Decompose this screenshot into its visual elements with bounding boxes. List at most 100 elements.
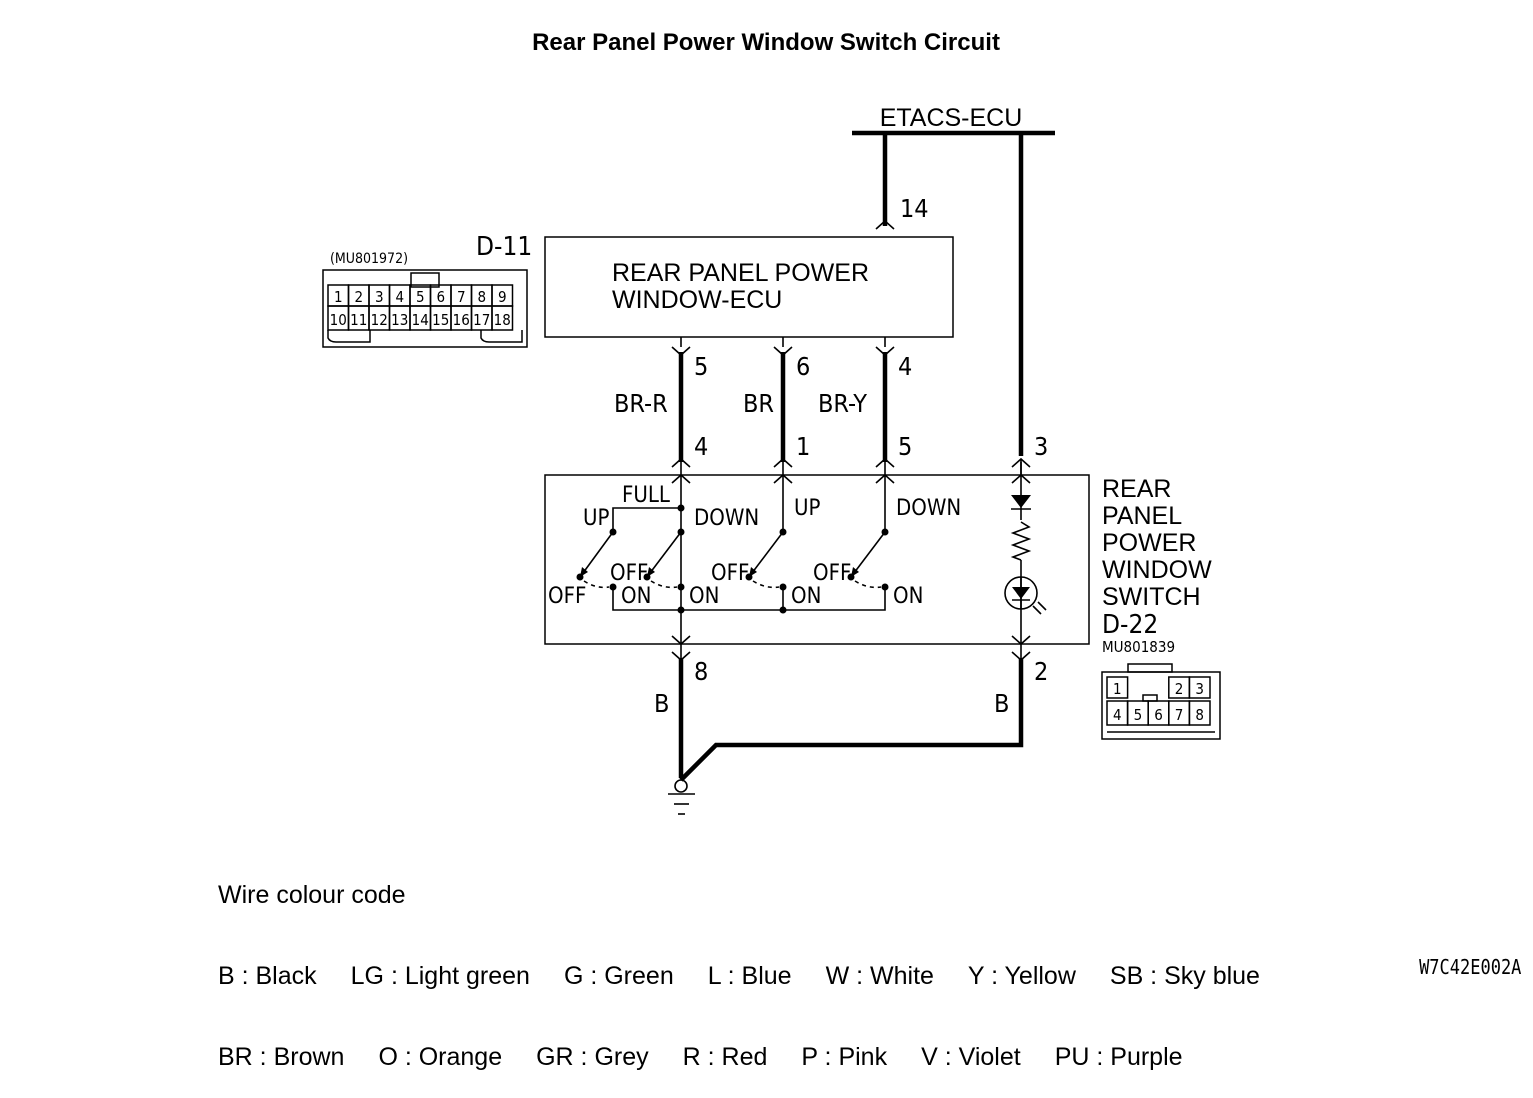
switch-pin-8: 8: [694, 657, 708, 686]
led-triangle: [1012, 587, 1030, 599]
switch-on-contact: [609, 583, 617, 591]
switch-travel-path: [752, 580, 780, 589]
legend-item: GR : Grey: [536, 1043, 649, 1071]
switch-on-contact: [677, 583, 685, 591]
switch-name-1: REAR: [1102, 475, 1171, 503]
switch-on-contact: [779, 583, 787, 591]
switch-arm: [582, 531, 614, 574]
d11-pin-number: 16: [453, 311, 470, 329]
switch-name-2: PANEL: [1102, 502, 1182, 530]
d22-pin-number: 8: [1195, 706, 1204, 724]
label-off-2: OFF: [610, 561, 648, 586]
d22-pin-cell: [1188, 700, 1211, 726]
switch-travel-path: [583, 580, 610, 589]
legend-item: W : White: [825, 962, 934, 990]
switch-pin-5: 5: [898, 432, 912, 461]
switch-arm: [751, 531, 784, 574]
switch-arm: [853, 531, 886, 574]
legend-item: SB : Sky blue: [1109, 962, 1260, 990]
diagram-title: Rear Panel Power Window Switch Circuit: [532, 29, 1000, 56]
d22-lock: [1127, 663, 1173, 673]
legend-item: L : Blue: [707, 962, 792, 990]
switch-connector-part: MU801839: [1102, 638, 1175, 656]
d11-pin-number: 1: [334, 288, 343, 306]
ecu-box: [544, 236, 954, 338]
legend-item: O : Orange: [378, 1043, 503, 1071]
wire-color-br: BR: [743, 389, 774, 418]
ecu-connector-part: (MU801972): [330, 251, 408, 267]
switch-pin-4: 4: [694, 432, 708, 461]
d11-pin-number: 11: [350, 311, 367, 329]
label-full: FULL: [622, 483, 670, 508]
switch-name-4: WINDOW: [1102, 556, 1212, 584]
d11-pin-number: 12: [371, 311, 388, 329]
figure-code: W7C42E002A: [1418, 955, 1521, 979]
ecu-pin-6: 6: [796, 352, 810, 381]
full-bridge: [612, 507, 681, 532]
circuit-diagram: Rear Panel Power Window Switch Circuit E…: [322, 29, 1221, 815]
switch-box: [544, 474, 1090, 645]
label-on-3: ON: [791, 584, 821, 609]
d22-pin-number: 3: [1195, 680, 1204, 698]
d11-pin-number: 7: [457, 288, 466, 306]
label-on-4: ON: [893, 584, 923, 609]
label-off-1: OFF: [548, 584, 586, 609]
d22-pin-number: 5: [1134, 706, 1143, 724]
legend-item: BR : Brown: [218, 1043, 345, 1071]
d22-pin-number: 1: [1113, 680, 1122, 698]
on-bus: [612, 587, 886, 611]
label-on-1: ON: [621, 584, 651, 609]
d11-housing: [322, 269, 528, 348]
switch-connector-id: D-22: [1102, 610, 1158, 640]
switch-arm: [649, 531, 682, 574]
d11-pin-number: 6: [436, 288, 445, 306]
harness-wires: 5 6 4 BR-R BR BR-Y 4 1 5 3: [614, 337, 1048, 484]
wire-color-b-1: B: [654, 689, 669, 718]
d11-pin-number: 9: [498, 288, 507, 306]
ecu-pin-5: 5: [694, 352, 708, 381]
legend-item: LG : Light green: [350, 962, 530, 990]
legend-heading: Wire colour code: [218, 881, 406, 909]
d22-pin-number: 7: [1175, 706, 1184, 724]
switch-pin-1: 1: [796, 432, 810, 461]
ecu-label-line1: REAR PANEL POWER: [612, 259, 869, 287]
d22-pin-cell: [1106, 676, 1129, 699]
legend-item: P : Pink: [801, 1043, 888, 1071]
led-light-ray-1: [1032, 605, 1042, 615]
d11-key: [327, 330, 371, 343]
legend-item: Y : Yellow: [967, 962, 1076, 990]
switch-name-5: SWITCH: [1102, 583, 1201, 611]
d11-pin-number: 2: [354, 288, 363, 306]
d22-pin-cell: [1188, 676, 1211, 699]
ecu-label-line2: WINDOW-ECU: [612, 286, 782, 314]
d11-key: [480, 330, 523, 343]
switch-pin-3: 3: [1034, 432, 1048, 461]
terminal-fork: [671, 346, 691, 357]
d11-pin-number: 5: [416, 288, 425, 306]
junction-dot: [677, 504, 685, 512]
terminal-fork: [875, 346, 895, 357]
legend-item: V : Violet: [921, 1043, 1021, 1071]
label-up-2: UP: [794, 496, 820, 521]
wire-color-br-y: BR-Y: [818, 389, 867, 418]
d11-pin-number: 4: [395, 288, 404, 306]
label-up-1: UP: [583, 506, 609, 531]
switch-on-contact: [881, 583, 889, 591]
switch-off-contact: [745, 573, 753, 581]
wire-color-br-r: BR-R: [614, 389, 668, 418]
switch-off-contact: [847, 573, 855, 581]
wire-ground-2: [679, 658, 1024, 782]
d22-pin-number: 6: [1154, 706, 1163, 724]
d22-pin-number: 4: [1113, 706, 1122, 724]
d11-lock: [410, 272, 440, 288]
d11-pin-number: 3: [375, 288, 384, 306]
diode-icon: [1011, 495, 1031, 508]
junction-dot: [779, 606, 787, 614]
label-down-2: DOWN: [896, 496, 961, 521]
switch-off-contact: [576, 573, 584, 581]
pin-label-14: 14: [900, 194, 929, 223]
label-off-3: OFF: [711, 561, 749, 586]
